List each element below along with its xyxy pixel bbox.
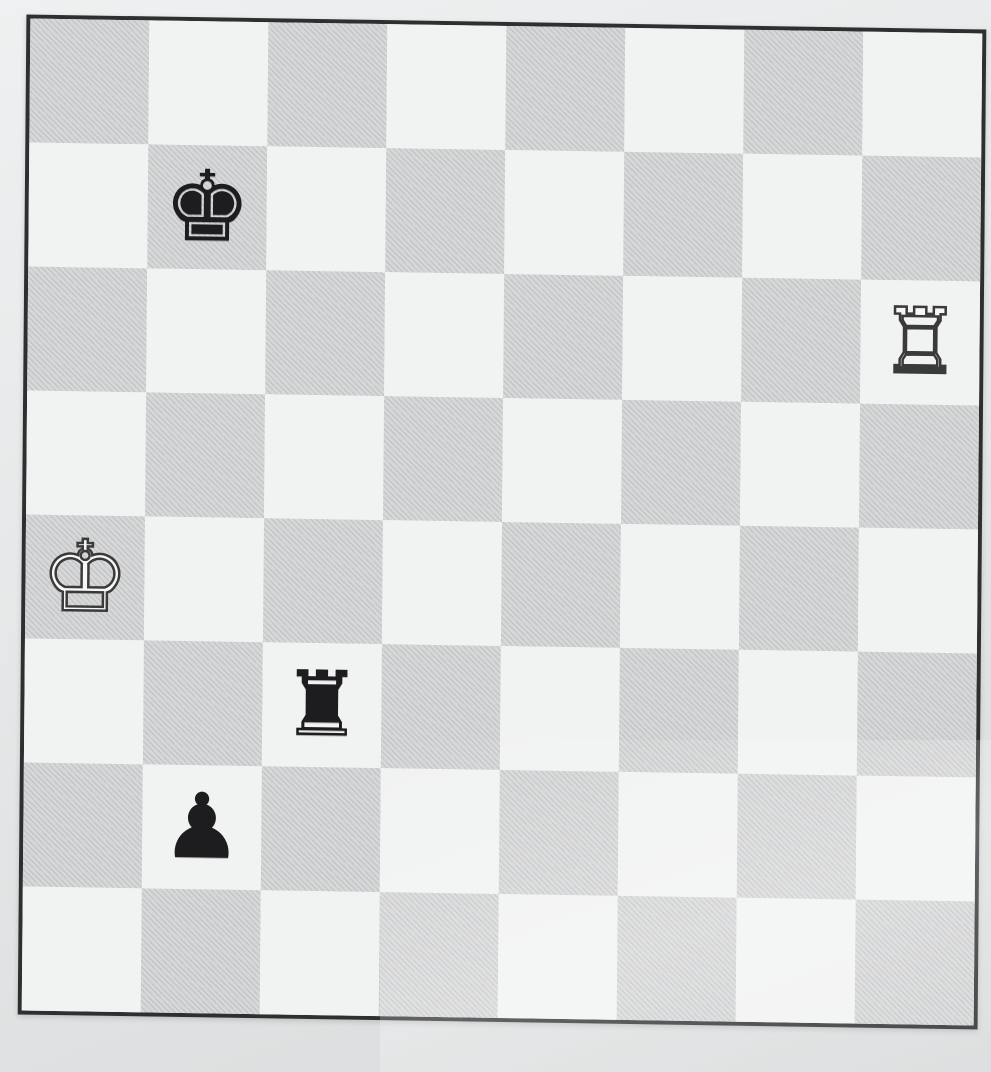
square-a8[interactable] — [29, 19, 149, 145]
square-b7[interactable]: ♚ — [147, 144, 267, 270]
square-g1[interactable] — [736, 898, 856, 1024]
square-c5[interactable] — [264, 394, 384, 520]
square-f7[interactable] — [623, 152, 743, 278]
square-f6[interactable] — [622, 276, 742, 402]
square-c6[interactable] — [265, 270, 385, 396]
square-b8[interactable] — [148, 20, 268, 146]
square-h4[interactable] — [858, 528, 978, 654]
square-e8[interactable] — [505, 26, 625, 152]
square-h3[interactable] — [857, 652, 977, 778]
square-a5[interactable] — [26, 391, 146, 517]
black-king-icon[interactable]: ♚ — [163, 158, 252, 257]
square-c2[interactable] — [261, 766, 381, 892]
square-a1[interactable] — [22, 887, 142, 1013]
square-g7[interactable] — [742, 154, 862, 280]
square-g4[interactable] — [739, 526, 859, 652]
square-a4[interactable]: ♔ — [25, 515, 145, 641]
square-b4[interactable] — [144, 516, 264, 642]
square-c3[interactable]: ♜ — [262, 642, 382, 768]
square-e1[interactable] — [498, 894, 618, 1020]
square-d2[interactable] — [380, 768, 500, 894]
square-e7[interactable] — [504, 150, 624, 276]
black-rook-icon[interactable]: ♜ — [281, 660, 362, 751]
square-g2[interactable] — [737, 774, 857, 900]
square-d8[interactable] — [386, 24, 506, 150]
white-king-icon[interactable]: ♔ — [41, 528, 130, 627]
square-f2[interactable] — [618, 772, 738, 898]
chess-board[interactable]: ♚ ♖ ♔ ♜ ♟ — [18, 14, 987, 1029]
square-a7[interactable] — [28, 143, 148, 269]
square-h2[interactable] — [856, 776, 976, 902]
square-c7[interactable] — [266, 146, 386, 272]
square-a2[interactable] — [23, 763, 143, 889]
square-f4[interactable] — [620, 524, 740, 650]
square-g3[interactable] — [738, 650, 858, 776]
square-d7[interactable] — [385, 148, 505, 274]
square-c4[interactable] — [263, 518, 383, 644]
square-d5[interactable] — [383, 396, 503, 522]
square-d4[interactable] — [382, 520, 502, 646]
square-b5[interactable] — [145, 392, 265, 518]
square-f8[interactable] — [624, 28, 744, 154]
square-h8[interactable] — [862, 32, 982, 158]
white-rook-icon[interactable]: ♖ — [879, 297, 960, 388]
square-e5[interactable] — [502, 398, 622, 524]
square-a6[interactable] — [27, 267, 147, 393]
square-g5[interactable] — [740, 402, 860, 528]
square-c8[interactable] — [267, 22, 387, 148]
square-h6[interactable]: ♖ — [860, 280, 980, 406]
square-f3[interactable] — [619, 648, 739, 774]
square-b6[interactable] — [146, 268, 266, 394]
square-b1[interactable] — [141, 888, 261, 1014]
square-d1[interactable] — [379, 892, 499, 1018]
black-pawn-icon[interactable]: ♟ — [161, 782, 242, 873]
square-h1[interactable] — [855, 900, 975, 1026]
square-e4[interactable] — [501, 522, 621, 648]
square-h7[interactable] — [861, 156, 981, 282]
square-b2[interactable]: ♟ — [142, 764, 262, 890]
square-g6[interactable] — [741, 278, 861, 404]
square-e2[interactable] — [499, 770, 619, 896]
square-d3[interactable] — [381, 644, 501, 770]
square-c1[interactable] — [260, 890, 380, 1016]
square-g8[interactable] — [743, 30, 863, 156]
square-h5[interactable] — [859, 404, 979, 530]
square-f1[interactable] — [617, 896, 737, 1022]
square-e3[interactable] — [500, 646, 620, 772]
square-e6[interactable] — [503, 274, 623, 400]
square-d6[interactable] — [384, 272, 504, 398]
square-f5[interactable] — [621, 400, 741, 526]
square-a3[interactable] — [24, 639, 144, 765]
square-b3[interactable] — [143, 640, 263, 766]
